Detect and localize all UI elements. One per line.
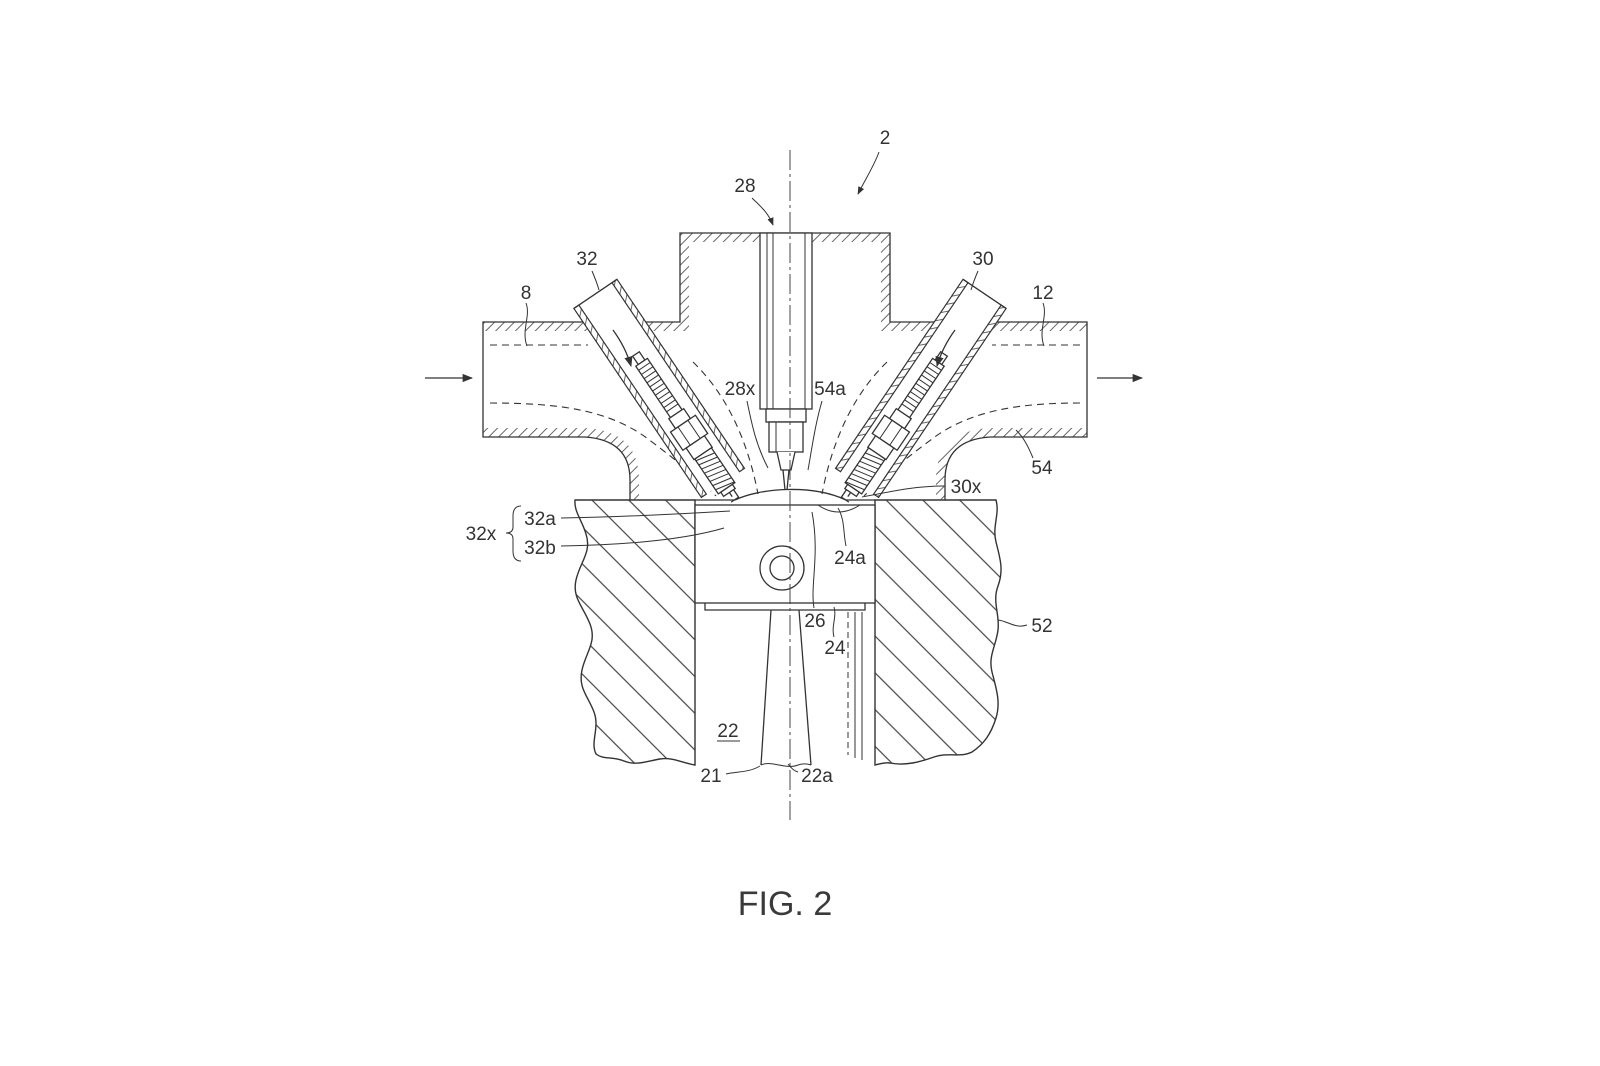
leader-24 — [832, 606, 836, 638]
leader-30 — [970, 270, 979, 291]
plug-hex-facets — [879, 420, 903, 446]
block-section-right — [874, 499, 1002, 766]
spark-plug-right — [840, 350, 949, 503]
label-54: 54 — [1031, 458, 1053, 479]
plug-tip — [719, 483, 737, 498]
center-electrode — [728, 492, 733, 497]
leader-22a — [787, 763, 799, 773]
leader-21 — [725, 765, 761, 775]
label-12: 12 — [1032, 283, 1053, 304]
label-28: 28 — [734, 176, 755, 197]
piston-skirt — [704, 603, 866, 611]
intake-port-inner-line — [692, 361, 759, 495]
leader-54 — [1015, 429, 1034, 459]
plug-thread-lines — [845, 452, 885, 491]
leader-28x — [746, 400, 769, 469]
center-electrode — [847, 492, 852, 497]
flow-arrow-left-sleeve — [612, 329, 633, 367]
label-22: 22 — [717, 721, 738, 742]
sleeve-top — [573, 278, 618, 309]
label-28x: 28x — [725, 379, 756, 400]
leader-2 — [857, 151, 880, 195]
label-26: 26 — [804, 611, 825, 632]
leader-8 — [524, 302, 528, 347]
label-30: 30 — [972, 249, 993, 270]
leader-30x — [861, 485, 945, 498]
injector-tip — [782, 469, 790, 491]
plug-thread-lines — [695, 452, 735, 491]
leader-12 — [1041, 302, 1045, 347]
label-32a: 32a — [524, 509, 556, 530]
injector-step — [765, 408, 807, 423]
reference-labels: 2 28 32 30 8 12 28x 54a 54 30x 32x 32a 3… — [466, 128, 1054, 787]
label-22a: 22a — [801, 766, 833, 787]
label-2: 2 — [880, 128, 891, 149]
connecting-rod-break — [760, 763, 812, 767]
injector-lower — [768, 421, 804, 453]
leader-54a — [807, 400, 823, 471]
piston — [694, 504, 876, 604]
sleeve-top — [962, 278, 1007, 309]
piston-pin-outer — [759, 545, 805, 591]
label-24: 24 — [824, 638, 846, 659]
injector — [759, 232, 813, 491]
flow-arrow-right-sleeve — [935, 329, 956, 367]
brace-32x — [505, 505, 522, 562]
block-section-left — [574, 499, 696, 766]
leader-26 — [811, 511, 816, 609]
figure-caption: FIG. 2 — [738, 885, 832, 923]
label-52: 52 — [1031, 616, 1052, 637]
plug-tip — [843, 483, 861, 498]
exhaust-port-inner-line — [821, 361, 888, 495]
injector-body-lines — [766, 233, 806, 409]
intake-port-lower-line — [489, 402, 717, 497]
label-24a: 24a — [834, 548, 866, 569]
injector-nozzle — [776, 451, 796, 471]
label-54a: 54a — [814, 379, 846, 400]
label-8: 8 — [521, 283, 532, 304]
piston-crown-recess — [817, 504, 861, 513]
leader-32a — [560, 510, 731, 519]
connecting-rod — [760, 609, 812, 766]
leader-52 — [997, 619, 1028, 627]
label-21: 21 — [700, 766, 721, 787]
label-32b: 32b — [524, 538, 556, 559]
combustion-chamber-roof — [695, 488, 875, 501]
label-32x: 32x — [466, 524, 497, 545]
plug-hex-facets — [677, 420, 701, 446]
piston-pin-inner — [769, 555, 795, 581]
spark-plug-left — [631, 350, 740, 503]
label-30x: 30x — [951, 477, 982, 498]
leader-32 — [591, 270, 600, 291]
label-32: 32 — [576, 249, 597, 270]
leader-24a — [837, 507, 847, 547]
leader-28 — [751, 197, 774, 226]
insulator-ribs — [638, 362, 679, 413]
injector-body — [759, 232, 813, 410]
leader-lines — [505, 151, 1045, 775]
leader-32b — [560, 527, 725, 547]
